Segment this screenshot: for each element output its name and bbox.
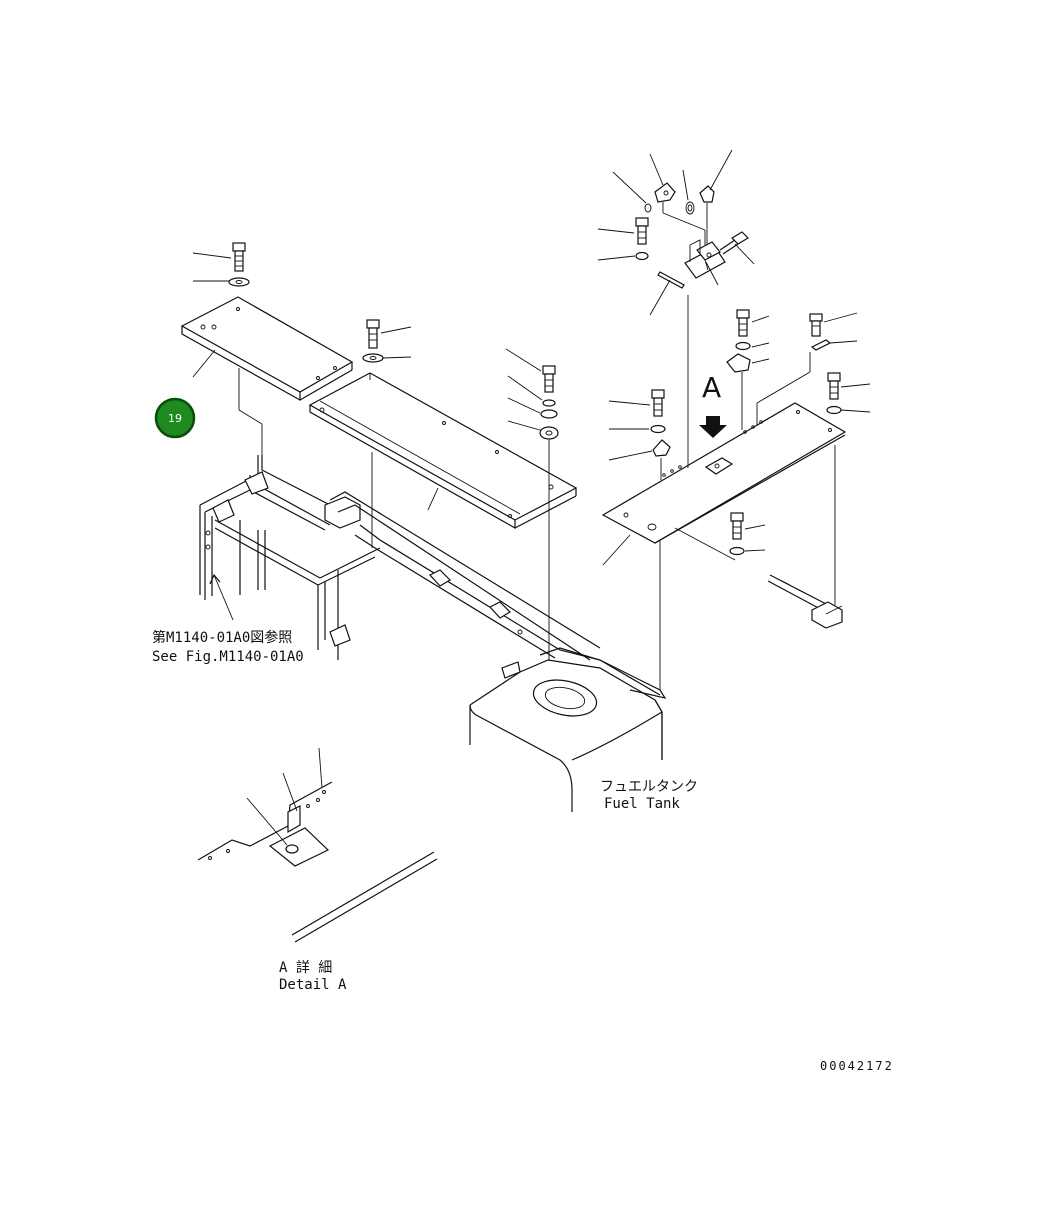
view-arrow-icon (699, 416, 727, 438)
bolt[interactable] (635, 217, 649, 245)
washer[interactable] (735, 341, 751, 351)
support-bracket[interactable] (767, 574, 843, 629)
left-cover-plate[interactable] (180, 296, 354, 402)
clip[interactable] (652, 439, 671, 457)
center-cover-plate[interactable] (308, 372, 578, 530)
drawing-number: 00042172 (820, 1059, 894, 1073)
snap-ring[interactable] (644, 201, 695, 215)
switch-assembly[interactable] (684, 239, 726, 279)
washer[interactable] (539, 399, 559, 440)
bolt[interactable] (719, 231, 749, 255)
view-marker: A (702, 371, 721, 404)
clip[interactable] (726, 353, 751, 373)
badge-number: 19 (168, 412, 182, 425)
fuel-tank-en: Fuel Tank (604, 796, 680, 812)
frame-structure[interactable] (199, 455, 667, 699)
spring-clip[interactable] (810, 339, 832, 351)
item-number-badge[interactable]: 19 (154, 397, 196, 439)
washer[interactable] (729, 546, 745, 556)
bolt[interactable] (736, 309, 750, 337)
bolt[interactable] (730, 512, 744, 540)
detail-a-view[interactable] (197, 781, 438, 943)
detail-a-jp: A 詳 細 (279, 960, 332, 976)
pin[interactable] (657, 271, 685, 289)
reference-note-en: See Fig.M1140-01A0 (152, 649, 304, 665)
washer[interactable] (635, 251, 649, 261)
detail-a-en: Detail A (279, 977, 347, 993)
reference-note-jp: 第M1140-01A0図参照 (152, 629, 292, 646)
view-marker-letter: A (702, 371, 721, 404)
washer[interactable] (362, 353, 384, 363)
reference-note: 第M1140-01A0図参照 See Fig.M1140-01A0 (152, 629, 304, 665)
bolt[interactable] (542, 365, 556, 393)
connector[interactable] (699, 185, 715, 203)
bolt[interactable] (827, 372, 841, 400)
detail-a-label: A 詳 細 Detail A (279, 960, 347, 993)
bolt[interactable] (651, 389, 665, 417)
bolt[interactable] (366, 319, 380, 349)
fuel-tank[interactable] (469, 659, 663, 812)
washer[interactable] (650, 424, 666, 434)
bolt[interactable] (232, 242, 246, 272)
bolt[interactable] (809, 313, 823, 337)
washer[interactable] (228, 277, 250, 287)
washer[interactable] (826, 405, 842, 415)
fuel-tank-label: フュエルタンク Fuel Tank (600, 779, 698, 812)
clip[interactable] (654, 182, 676, 203)
fuel-tank-jp: フュエルタンク (600, 779, 698, 795)
right-cover-plate[interactable] (601, 402, 847, 544)
